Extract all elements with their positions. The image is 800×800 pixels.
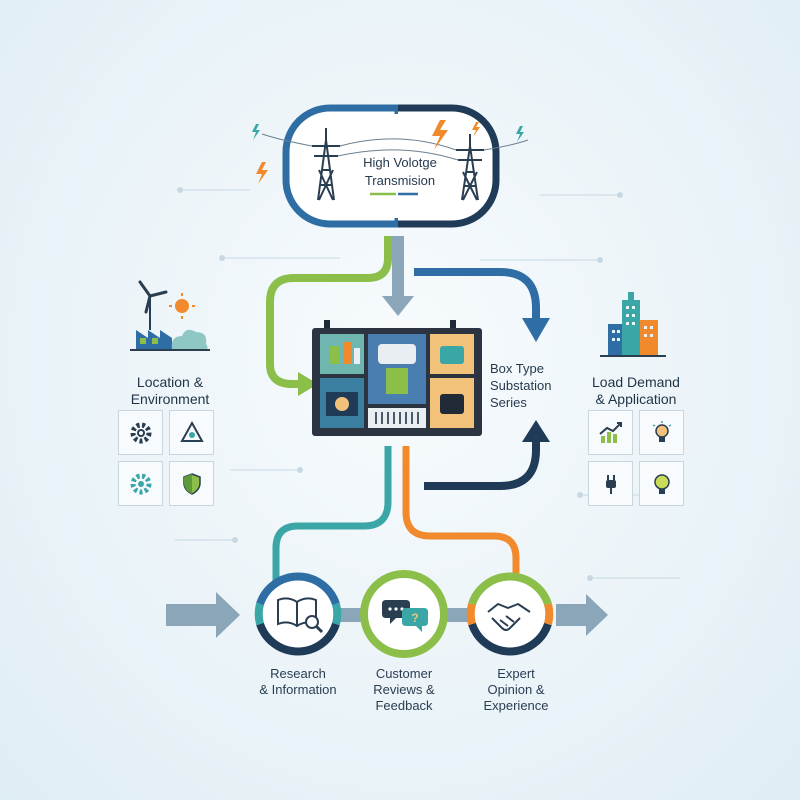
recycle-icon bbox=[169, 410, 214, 455]
customer-label-line3: Feedback bbox=[375, 698, 433, 713]
substation-label-line1: Box Type bbox=[490, 361, 544, 376]
renewable-factory-icon bbox=[130, 280, 210, 351]
orange-branch-line bbox=[402, 446, 520, 582]
teal-branch-line bbox=[272, 446, 392, 582]
lightbulb-icon bbox=[639, 461, 684, 506]
growth-chart-icon bbox=[588, 410, 633, 455]
shield-icon bbox=[169, 461, 214, 506]
blue-flow-arrow bbox=[414, 268, 550, 342]
settings-icon bbox=[118, 461, 163, 506]
high-voltage-title: High Volotge Transmision bbox=[350, 154, 450, 190]
expert-label-line1: Expert bbox=[497, 666, 535, 681]
chat-bubbles-icon: ? bbox=[382, 600, 428, 632]
location-label-line1: Location & bbox=[136, 374, 204, 390]
research-label-line2: & Information bbox=[259, 682, 337, 697]
load-demand-icon-grid bbox=[588, 410, 684, 506]
substation-label-line3: Series bbox=[490, 395, 527, 410]
input-arrow bbox=[166, 592, 240, 638]
research-label-line1: Research bbox=[270, 666, 326, 681]
box-substation bbox=[312, 320, 482, 436]
high-voltage-title-line1: High Volotge bbox=[363, 155, 437, 170]
load-demand-label-line2: & Application bbox=[595, 391, 677, 407]
load-demand-label-line1: Load Demand bbox=[592, 374, 680, 390]
research-label: Research & Information bbox=[248, 666, 348, 698]
substation-label: Box Type Substation Series bbox=[490, 360, 570, 411]
expert-circle bbox=[466, 572, 554, 656]
output-arrow bbox=[556, 594, 608, 636]
expert-label: Expert Opinion & Experience bbox=[466, 666, 566, 714]
green-flow-arrow bbox=[266, 236, 392, 396]
gray-down-arrow bbox=[382, 236, 414, 316]
expert-label-line3: Experience bbox=[483, 698, 549, 713]
handshake-icon bbox=[487, 603, 531, 631]
lightbulb-icon bbox=[639, 410, 684, 455]
transmission-tower-icon bbox=[312, 128, 340, 201]
substation-label-line2: Substation bbox=[490, 378, 552, 393]
customer-label-line1: Customer bbox=[375, 666, 433, 681]
environment-icon-grid bbox=[118, 410, 214, 506]
load-demand-label: Load Demand & Application bbox=[576, 374, 696, 408]
expert-label-line2: Opinion & bbox=[487, 682, 545, 697]
high-voltage-title-line2: Transmision bbox=[364, 173, 436, 188]
location-label-line2: Environment bbox=[130, 391, 210, 407]
svg-text:?: ? bbox=[411, 611, 418, 625]
background-guides bbox=[175, 187, 680, 581]
customer-label-line2: Reviews & bbox=[373, 682, 435, 697]
location-environment-label: Location & Environment bbox=[110, 374, 230, 408]
transmission-tower-icon bbox=[456, 134, 484, 201]
customer-label: Customer Reviews & Feedback bbox=[354, 666, 454, 714]
power-lines bbox=[261, 133, 529, 161]
dark-return-arrow bbox=[424, 420, 550, 490]
lightning-bolt-icon bbox=[252, 120, 524, 184]
gear-icon bbox=[118, 410, 163, 455]
city-buildings-icon bbox=[600, 292, 666, 357]
plug-icon bbox=[588, 461, 633, 506]
book-magnifier-icon bbox=[277, 597, 324, 634]
